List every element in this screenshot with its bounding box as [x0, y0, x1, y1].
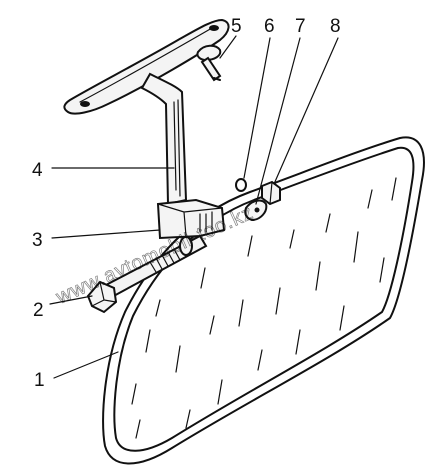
clamp-shading [199, 211, 213, 233]
leader-8 [273, 37, 339, 185]
callout-3: 3 [32, 230, 43, 251]
screw-tip [213, 77, 221, 81]
callout-6: 6 [264, 16, 275, 37]
leader-7 [255, 37, 301, 205]
mounting-plate-inner [79, 27, 213, 103]
spring-washer [235, 178, 247, 192]
bolt-head-facet [91, 281, 117, 307]
mirror-inner-frame [113, 146, 415, 452]
screw-shank [200, 56, 222, 82]
clamp-top-edge [157, 203, 223, 237]
leader-3 [51, 229, 161, 239]
small-screw [196, 44, 222, 82]
leader-6 [243, 37, 271, 179]
callout-2: 2 [33, 300, 44, 321]
pivot-hardware [244, 180, 281, 222]
mounting-plate [63, 18, 230, 115]
watermark: www.avtomobil-too.kz [52, 202, 257, 309]
mirror-outer-frame [102, 136, 425, 465]
clamp-bolt [86, 234, 208, 314]
callout-1: 1 [34, 370, 45, 391]
callout-7: 7 [295, 16, 306, 37]
clamp-block [156, 198, 226, 240]
pivot-nut-facet [269, 181, 273, 205]
screw-head [196, 44, 222, 62]
leader-lines [49, 35, 339, 379]
plate-screw-hole-right [209, 25, 219, 31]
callout-5: 5 [231, 16, 242, 37]
glass-reflection-hatching [131, 177, 397, 439]
leader-1 [53, 351, 119, 379]
pivot-stud [254, 207, 260, 213]
leader-2 [49, 295, 93, 305]
callout-8: 8 [330, 16, 341, 37]
plate-screw-hole-left [80, 101, 90, 107]
callout-4: 4 [32, 160, 43, 181]
stem-shading [173, 99, 181, 197]
bolt-washer [179, 236, 193, 256]
leader-5 [219, 35, 237, 59]
mirror-glass [102, 136, 425, 465]
mounting-bracket [63, 18, 230, 206]
